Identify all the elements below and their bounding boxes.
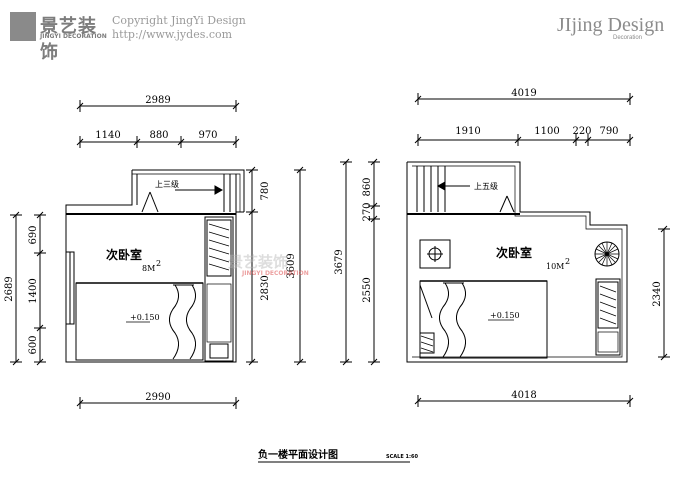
right-dim-left-seg-2: 270 <box>362 202 373 221</box>
right-plan: 4019 1910 1100 220 790 上五级 <box>334 88 670 407</box>
right-dim-right: 2340 <box>652 281 663 306</box>
right-dim-left-outer: 3679 <box>334 249 345 274</box>
right-room-area-sup: 2 <box>565 257 570 266</box>
brand-en: JINGYI DECORATION <box>40 33 107 40</box>
jingyi-logo-icon <box>10 12 36 41</box>
copyright-text: Copyright JingYi Design <box>112 14 246 27</box>
copyright-block: Copyright JingYi Design http://www.jydes… <box>112 14 246 42</box>
right-dim-top-total: 4019 <box>511 88 536 99</box>
brand-right-sub: Decoration <box>613 35 643 41</box>
brand-cn: 景艺装饰 <box>40 16 97 63</box>
right-dim-top-seg-3: 220 <box>572 126 591 137</box>
right-dim-left-seg-1: 860 <box>362 177 373 196</box>
right-dim-bottom: 4018 <box>511 390 536 401</box>
left-dim-left-seg-1: 690 <box>28 225 39 244</box>
url-text: http://www.jydes.com <box>112 28 233 41</box>
left-dim-right-top: 780 <box>260 181 271 200</box>
right-dim-top-seg-1: 1910 <box>455 126 480 137</box>
left-plan: 2989 1140 880 970 上三级 <box>4 95 306 409</box>
right-room-area: 10M <box>546 262 564 271</box>
left-dim-top-seg-1: 1140 <box>95 130 120 141</box>
drawing-scale: SCALE 1:60 <box>386 454 418 460</box>
left-dim-top-seg-3: 970 <box>198 130 217 141</box>
left-dim-left-total: 2689 <box>4 276 15 301</box>
right-level: +0.150 <box>490 311 520 320</box>
left-level: +0.150 <box>130 313 160 322</box>
right-dim-top-seg-4: 790 <box>599 126 618 137</box>
left-dim-top-seg-2: 880 <box>149 130 168 141</box>
brand-right: JIjing Design <box>557 14 665 36</box>
right-dim-left-seg-3: 2550 <box>362 277 373 302</box>
center-watermark: 景艺装饰 JINGYI DECORATION <box>228 251 309 277</box>
left-room-name: 次卧室 <box>106 247 142 262</box>
left-dim-right-outer: 3609 <box>286 253 297 278</box>
right-stair-label: 上五级 <box>474 181 498 191</box>
brand-watermark: 景艺装饰 JINGYI DECORATION <box>10 12 108 63</box>
left-room-area-sup: 2 <box>156 259 161 268</box>
left-room-area: 8M <box>142 264 155 273</box>
left-dim-bottom: 2990 <box>145 392 170 403</box>
drawing-title: 负一楼平面设计图 <box>258 448 338 461</box>
left-dim-top-total: 2989 <box>145 95 170 106</box>
right-room-name: 次卧室 <box>496 245 532 260</box>
center-watermark-cn: 景艺装饰 <box>228 253 289 271</box>
left-dim-right-inner: 2830 <box>260 275 271 300</box>
center-watermark-en: JINGYI DECORATION <box>242 270 309 277</box>
left-dim-left-seg-3: 600 <box>28 335 39 354</box>
left-stair-label: 上三级 <box>155 179 179 189</box>
right-dim-top-seg-2: 1100 <box>534 126 559 137</box>
left-dim-left-seg-2: 1400 <box>28 278 39 303</box>
caption: 负一楼平面设计图 SCALE 1:60 <box>258 448 418 463</box>
